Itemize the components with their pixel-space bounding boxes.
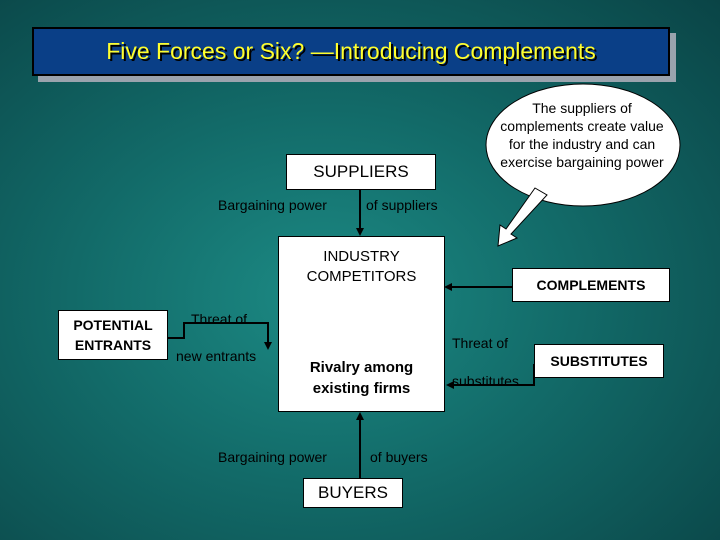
potential-entrants-box: POTENTIAL ENTRANTS <box>58 310 168 360</box>
entrants-line-2: ENTRANTS <box>74 337 152 353</box>
buyer-power-label-a: Bargaining power <box>218 449 327 465</box>
buyers-box: BUYERS <box>303 478 403 508</box>
rivalry-line-1: Rivalry among <box>309 359 414 376</box>
callout-arrow <box>497 187 548 247</box>
substitutes-box: SUBSTITUTES <box>534 344 664 378</box>
competitors-line-1: INDUSTRY <box>323 248 400 265</box>
complements-label: COMPLEMENTS <box>536 277 646 293</box>
entrant-arrow <box>168 322 272 350</box>
rivalry-line-2: existing firms <box>312 380 411 397</box>
callout-text: The suppliers of complements create valu… <box>500 100 664 170</box>
entrants-line-1: POTENTIAL <box>73 317 153 333</box>
supplier-power-label-a: Bargaining power <box>218 197 327 213</box>
competitors-line-2: COMPETITORS <box>306 268 417 285</box>
industry-competitors-box: INDUSTRY COMPETITORS Rivalry among exist… <box>278 236 445 412</box>
entrant-threat-label-b: new entrants <box>176 348 257 364</box>
slide-title: Five Forces or Six? —Introducing Complem… <box>106 38 596 64</box>
callout-bubble <box>485 83 681 207</box>
buyer-power-label-b: of buyers <box>370 449 428 465</box>
suppliers-box: SUPPLIERS <box>286 154 436 190</box>
substitute-threat-label-a: Threat of <box>452 335 509 351</box>
supplier-power-label-b: of suppliers <box>366 197 438 213</box>
title-bar: Five Forces or Six? —Introducing Complem… <box>32 27 670 76</box>
substitute-threat-label-b: substitutes <box>452 373 519 389</box>
entrant-threat-label-a: Threat of <box>191 311 248 327</box>
substitutes-label: SUBSTITUTES <box>550 353 648 369</box>
suppliers-label: SUPPLIERS <box>313 162 409 181</box>
buyers-label: BUYERS <box>318 483 388 502</box>
complements-box: COMPLEMENTS <box>512 268 670 302</box>
